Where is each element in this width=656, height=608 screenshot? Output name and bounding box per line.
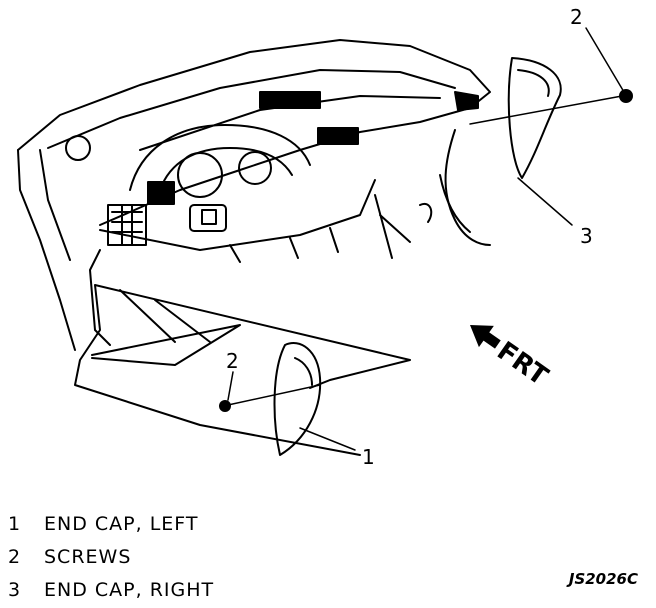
- legend-number: 2: [8, 546, 22, 568]
- legend: 1 END CAP, LEFT 2 SCREWS 3 END CAP, RIGHT: [8, 508, 214, 607]
- legend-row: 2 SCREWS: [8, 541, 214, 574]
- figure-code: JS2026C: [568, 570, 638, 588]
- legend-row: 3 END CAP, RIGHT: [8, 574, 214, 607]
- callout-1: 1: [362, 445, 375, 469]
- callout-2-top: 2: [570, 5, 583, 29]
- floor-plane: [74, 284, 411, 456]
- legend-text: END CAP, RIGHT: [44, 579, 215, 601]
- dash-top-pad: [17, 39, 491, 226]
- legend-number: 1: [8, 513, 22, 535]
- legend-text: SCREWS: [44, 546, 132, 568]
- screw-bottom: [219, 400, 231, 412]
- legend-number: 3: [8, 579, 22, 601]
- legend-text: END CAP, LEFT: [44, 513, 199, 535]
- instrument-panel-diagram: FRT 2 3 2 1: [17, 5, 633, 469]
- front-label: FRT: [491, 336, 553, 392]
- screw-top: [619, 89, 633, 103]
- callout-2-bottom: 2: [226, 349, 239, 373]
- end-cap-right: [507, 57, 562, 179]
- callout-3: 3: [580, 224, 593, 248]
- front-arrow: FRT: [470, 325, 553, 392]
- legend-row: 1 END CAP, LEFT: [8, 508, 214, 541]
- cluster-hood: [129, 124, 311, 191]
- dash-left-side: [17, 149, 76, 351]
